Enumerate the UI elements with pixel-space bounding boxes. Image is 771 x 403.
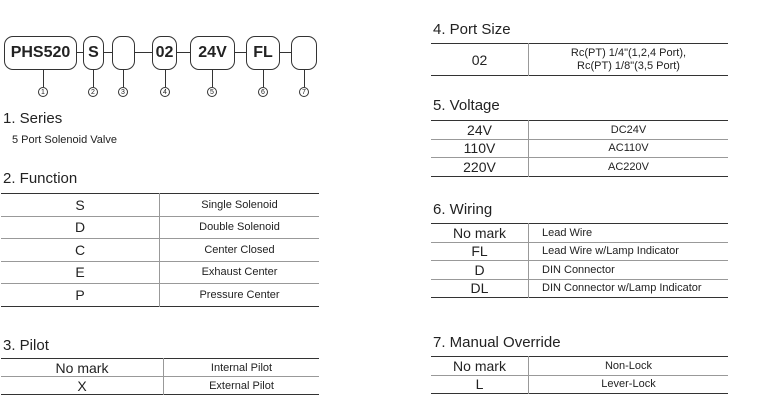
port-size-desc: Rc(PT) 1/4"(1,2,4 Port), Rc(PT) 1/8"(3,5… [529,44,729,76]
wiring-desc: DIN Connector w/Lamp Indicator [542,282,702,295]
code-box-wiring: FL [246,36,280,70]
callout-number: 2 [88,87,98,97]
wiring-code: D [431,260,529,279]
port-size-desc-line: Rc(PT) 1/8"(3,5 Port) [577,59,680,72]
wiring-desc: Lead Wire [542,226,593,239]
wiring-desc: DIN Connector [542,263,615,276]
function-code: E [1,261,160,284]
table-row: No mark Lead Wire [431,223,728,242]
function-code: P [1,283,160,306]
wiring-code: FL [431,242,529,261]
table-row: 24V DC24V [431,120,728,139]
voltage-table: 24V DC24V 110V AC110V 220V AC220V [431,120,728,177]
table-row: P Pressure Center [1,283,319,306]
wiring-desc: Lead Wire w/Lamp Indicator [542,245,679,258]
wiring-heading: 6. Wiring [433,201,493,218]
table-row: FL Lead Wire w/Lamp Indicator [431,242,728,261]
table-row: 02 Rc(PT) 1/4"(1,2,4 Port), Rc(PT) 1/8"(… [431,43,729,76]
callout-number: 7 [299,87,309,97]
table-row: C Center Closed [1,238,319,261]
callout-number: 6 [258,87,268,97]
voltage-heading: 5. Voltage [433,97,500,114]
table-row: E Exhaust Center [1,261,319,284]
override-code: No mark [431,356,529,375]
pilot-code: X [1,376,164,395]
series-heading: 1. Series [3,110,63,127]
function-table: S Single Solenoid D Double Solenoid C Ce… [1,193,319,307]
voltage-desc: AC110V [608,142,649,155]
callout-number: 4 [160,87,170,97]
code-box-voltage: 24V [190,36,235,70]
pilot-table: No mark Internal Pilot X External Pilot [1,358,319,395]
table-row: DL DIN Connector w/Lamp Indicator [431,279,728,298]
table-row: 220V AC220V [431,157,728,176]
voltage-desc: DC24V [610,123,647,136]
code-box-pilot [112,36,135,70]
wiring-code: DL [431,279,529,298]
code-box-port-size: 02 [152,36,177,70]
pilot-code: No mark [1,358,164,377]
wiring-code: No mark [431,223,529,242]
table-row: D Double Solenoid [1,216,319,239]
code-box-override [291,36,317,70]
function-heading: 2. Function [3,170,78,187]
code-box-function: S [83,36,104,70]
series-description: 5 Port Solenoid Valve [12,134,117,146]
voltage-desc: AC220V [608,160,649,173]
override-desc: Non-Lock [604,359,653,372]
table-row: No mark Non-Lock [431,356,728,375]
port-size-heading: 4. Port Size [433,21,511,38]
port-size-table: 02 Rc(PT) 1/4"(1,2,4 Port), Rc(PT) 1/8"(… [431,43,728,76]
function-desc: Pressure Center [199,288,280,301]
table-row: 110V AC110V [431,139,728,158]
function-desc: Exhaust Center [201,266,278,279]
callout-number: 5 [207,87,217,97]
override-desc: Lever-Lock [601,378,656,391]
pilot-desc: External Pilot [209,379,274,392]
callout-number: 3 [118,87,128,97]
code-box-series: PHS520 [4,36,77,70]
function-desc: Single Solenoid [201,198,278,211]
table-row: S Single Solenoid [1,193,319,216]
callout-number: 1 [38,87,48,97]
function-code: D [1,216,160,239]
function-code: S [1,193,160,216]
table-row: No mark Internal Pilot [1,358,319,377]
voltage-code: 110V [431,139,529,158]
table-row: L Lever-Lock [431,375,728,394]
pilot-desc: Internal Pilot [210,361,273,374]
port-size-desc-line: Rc(PT) 1/4"(1,2,4 Port), [570,46,687,59]
function-desc: Double Solenoid [199,221,280,234]
manual-override-heading: 7. Manual Override [433,334,561,351]
table-row: X External Pilot [1,376,319,395]
voltage-code: 220V [431,157,529,176]
table-row: D DIN Connector [431,260,728,279]
pilot-heading: 3. Pilot [3,337,49,354]
voltage-code: 24V [431,120,529,139]
port-size-code: 02 [431,43,529,76]
override-code: L [431,375,529,394]
wiring-table: No mark Lead Wire FL Lead Wire w/Lamp In… [431,223,728,298]
function-code: C [1,238,160,261]
manual-override-table: No mark Non-Lock L Lever-Lock [431,356,728,394]
function-desc: Center Closed [204,243,275,256]
